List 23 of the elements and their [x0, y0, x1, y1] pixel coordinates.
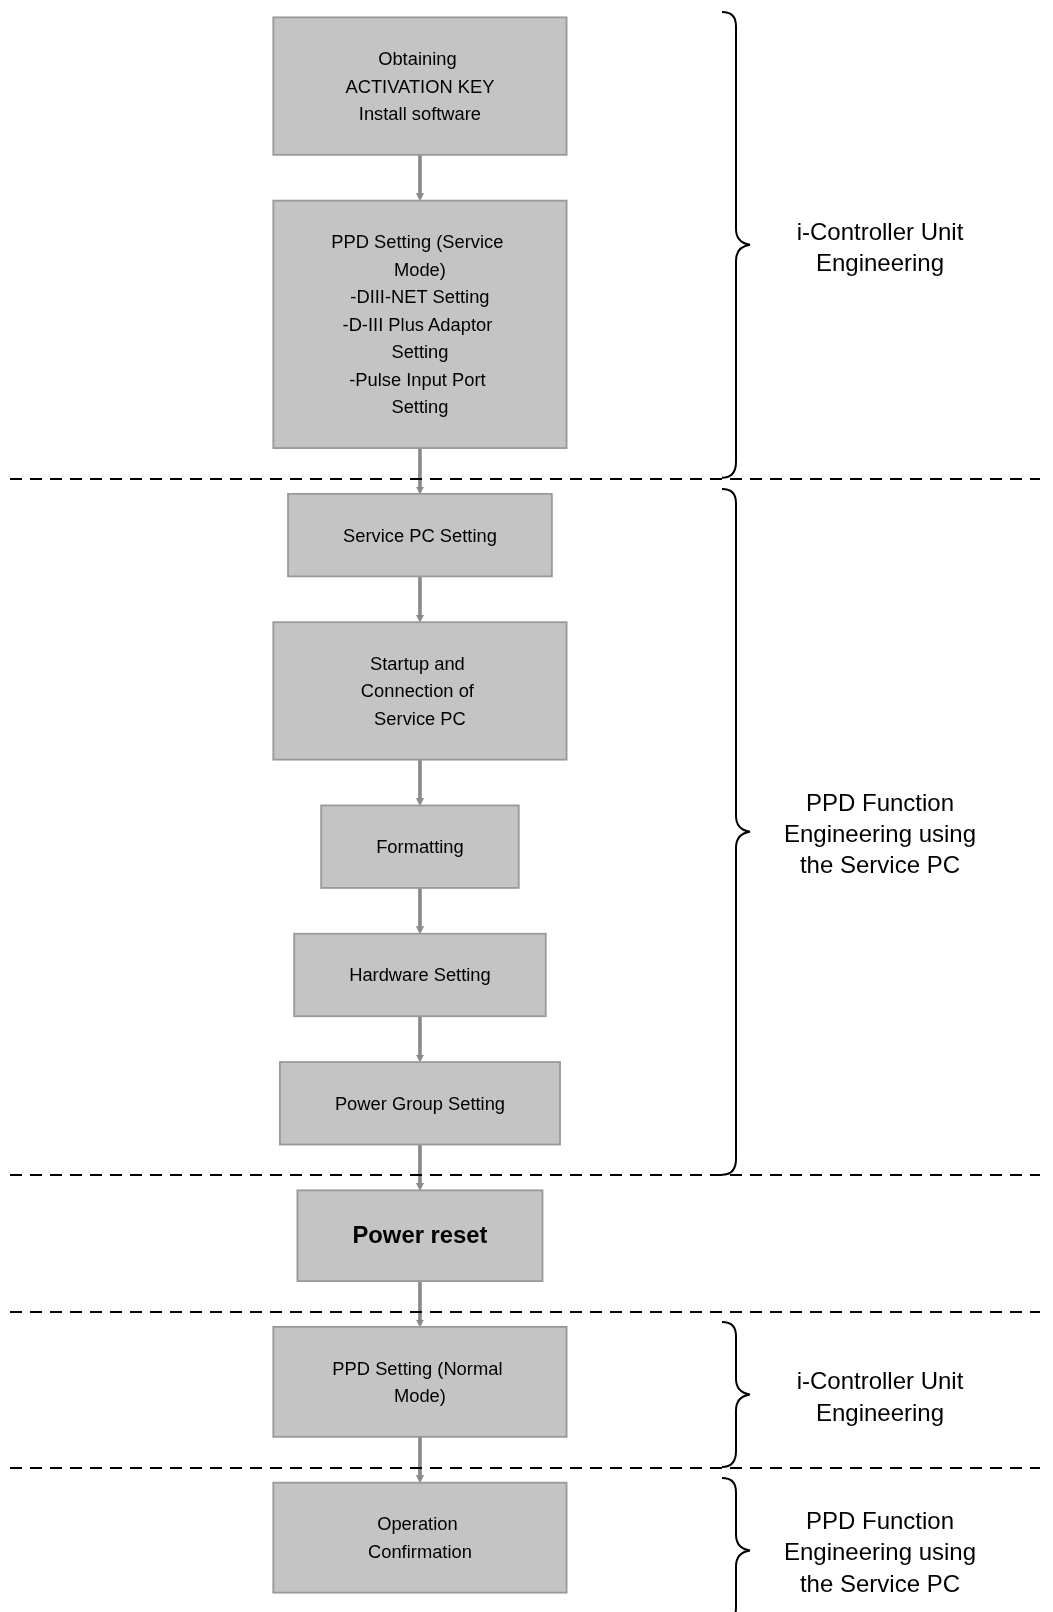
arrow — [415, 887, 424, 935]
section-label: i-Controller Unit Engineering — [795, 217, 965, 279]
node-box: PPD Setting (Normal Mode) — [272, 1325, 568, 1438]
arrow — [415, 448, 424, 495]
node-box: Power reset — [296, 1189, 544, 1282]
arrow — [415, 1016, 424, 1063]
node-box: Hardware Setting — [293, 932, 547, 1018]
node-box: Power Group Setting — [279, 1061, 561, 1146]
node-box: Startup and Connection of Service PC — [272, 621, 568, 761]
section-label: i-Controller Unit Engineering — [795, 1366, 965, 1428]
node-box: PPD Setting (Service Mode) -DIII-NET Setting -D-III Plus Adaptor Setting -Pulse Input Port Setting — [272, 199, 568, 449]
node-box: Operation Confirmation — [272, 1481, 568, 1594]
arrow — [415, 1281, 424, 1328]
arrow — [415, 576, 424, 623]
arrow — [415, 1436, 424, 1484]
node-box: Formatting — [320, 804, 520, 889]
section-label: PPD Function Engineering using the Service PC — [782, 787, 978, 881]
section-label: PPD Function Engineering using the Service PC — [782, 1506, 978, 1599]
node-box: Obtaining ACTIVATION KEY Install software — [272, 16, 568, 156]
arrow — [415, 1144, 424, 1191]
arrow — [415, 759, 424, 806]
node-box: Service PC Setting — [287, 492, 553, 578]
arrow — [415, 154, 424, 201]
